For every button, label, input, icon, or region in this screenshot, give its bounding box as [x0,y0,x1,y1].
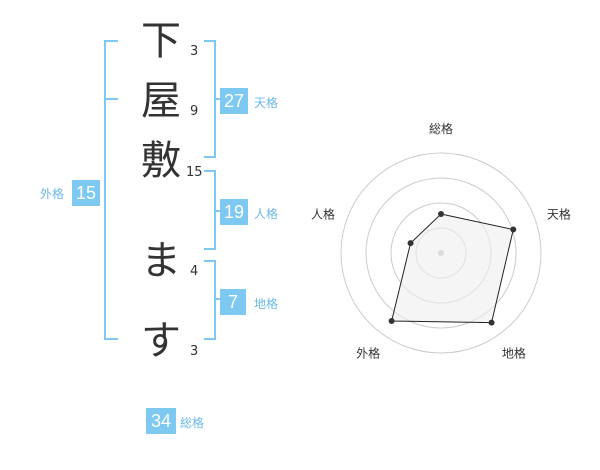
name-char-3: 敷 [141,138,181,184]
name-char-1: 下 [141,18,181,64]
tenkaku-label: 天格 [254,96,279,110]
chikaku-label: 地格 [254,297,279,311]
radar-ring [365,177,517,329]
radar-axis-label-3: 地格 [502,345,526,360]
stroke-count-3: 15 [186,165,203,180]
radar-axis-label-4: 外格 [356,345,380,360]
jinkaku-label: 人格 [254,207,279,221]
name-char-2: 屋 [141,78,181,124]
radar-point-1 [438,211,444,217]
outer-bracket-mid-tick [104,98,118,100]
jinkaku-bracket-tick [214,210,222,212]
soukaku-label: 総格 [180,416,205,430]
tenkaku-badge: 27 [220,88,248,114]
jinkaku-badge: 19 [220,199,248,225]
radar-axis-label-2: 天格 [547,207,571,222]
radar-shape [390,213,514,324]
radar-polygon [390,213,514,324]
soukaku-badge: 34 [146,408,176,434]
chikaku-badge: 7 [220,289,246,315]
radar-point-5 [407,240,414,247]
radar-ring [340,152,542,354]
chikaku-bracket [204,260,216,340]
chikaku-bracket-tick [214,298,222,300]
radar-point-3 [488,319,495,326]
name-char-5: す [141,318,181,364]
radar-axis-label-5: 人格 [311,207,335,222]
stroke-count-5: 3 [190,344,199,359]
stroke-count-4: 4 [190,264,199,279]
name-char-4: ま [141,238,181,284]
tenkaku-bracket-tick [214,98,222,100]
stroke-count-1: 3 [190,44,199,59]
radar-point-4 [388,317,395,324]
gaikaku-label: 外格 [40,187,65,201]
outer-bracket [104,40,118,340]
radar-axis-label-1: 総格 [429,121,453,136]
stroke-count-2: 9 [190,104,199,119]
gaikaku-badge: 15 [72,180,100,206]
radar-point-2 [510,226,517,233]
radar-points [388,211,517,326]
